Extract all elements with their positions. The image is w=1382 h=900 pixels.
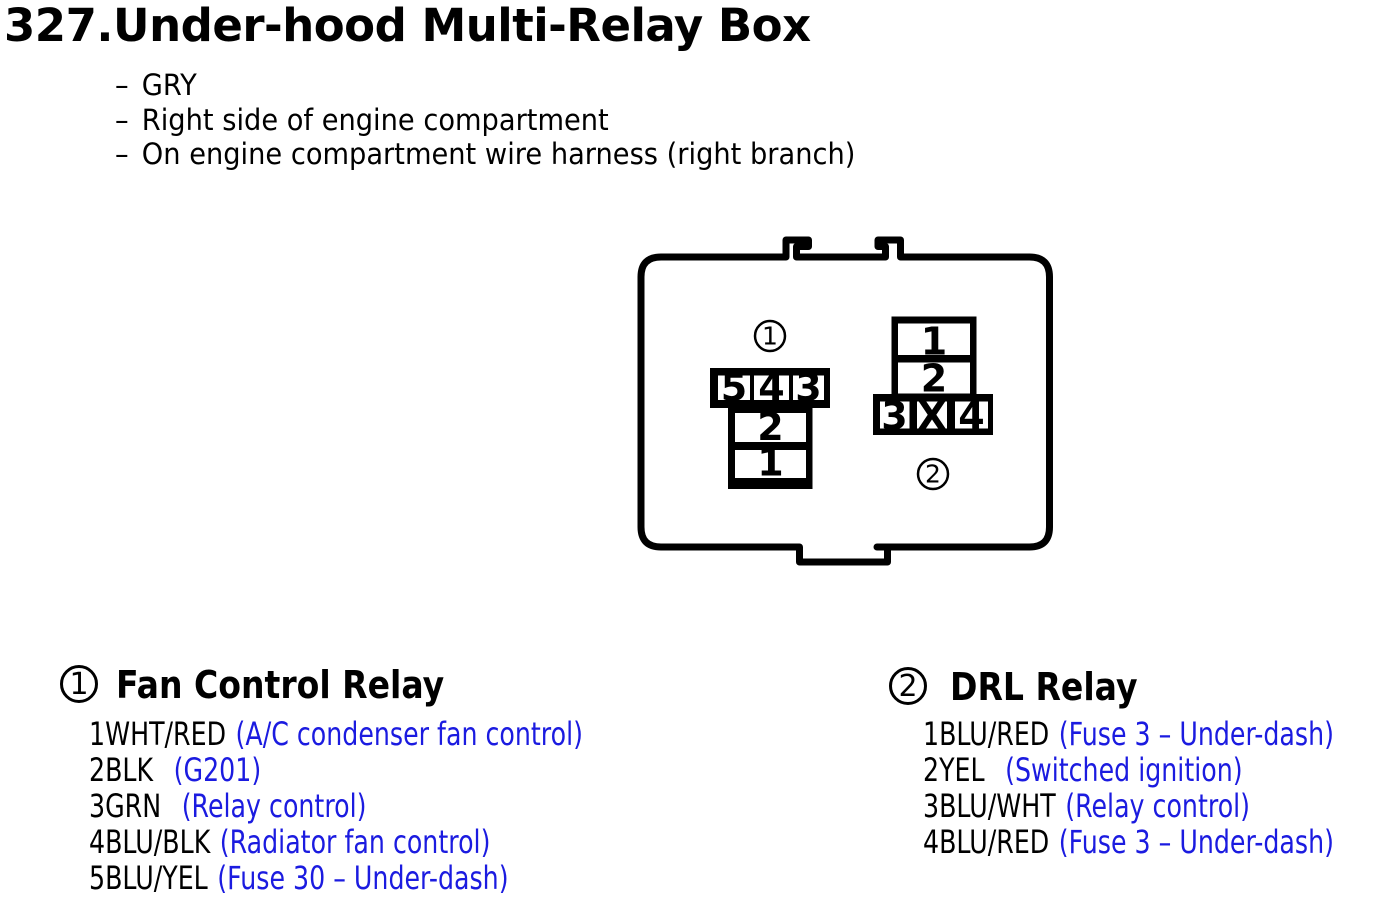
connector1-fan-control-relay: 5 4 3 2 1 1 xyxy=(710,319,830,489)
relay-box-diagram: 5 4 3 2 1 1 1 2 3 X 4 2 xyxy=(637,236,1053,566)
callout-circle-1 xyxy=(753,319,787,353)
note-text: On engine compartment wire harness (righ… xyxy=(141,137,856,172)
connector1-cell-4 xyxy=(754,375,789,400)
connector1-cell-3 xyxy=(793,375,824,400)
connector2-cell-1 xyxy=(898,323,970,355)
page-title: 327.Under-hood Multi-Relay Box xyxy=(4,0,811,52)
pin-description: (A/C condenser fan control) xyxy=(235,715,583,753)
connector2-pin-number: X xyxy=(917,394,946,438)
connector1-cell-1 xyxy=(735,450,806,478)
note-text: Right side of engine compartment xyxy=(141,102,609,137)
connector2-pin-number: 1 xyxy=(921,320,947,364)
legend-callout-1: 1 xyxy=(60,665,98,703)
pin-row: 1WHT/RED(A/C condenser fan control) xyxy=(89,716,583,752)
connector1-pin-number: 3 xyxy=(795,366,821,410)
connector1-pin-number: 2 xyxy=(757,405,783,449)
connector2-pin-number: 4 xyxy=(958,394,984,438)
connector2-drl-relay: 1 2 3 X 4 2 xyxy=(873,316,993,491)
legend-callout-2: 2 xyxy=(889,667,927,705)
note-text: GRY xyxy=(141,68,197,102)
legend-title-drl-relay: DRL Relay xyxy=(950,665,1138,709)
pin-description: (Switched ignition) xyxy=(1005,751,1243,789)
connector1-cell-2 xyxy=(735,413,806,442)
pin-row: 1BLU/RED(Fuse 3 – Under-dash) xyxy=(923,716,1334,752)
pin-wire-label: 4BLU/BLK xyxy=(89,823,211,861)
connector2-pin-number: 2 xyxy=(921,357,947,401)
pin-description: (Fuse 3 – Under-dash) xyxy=(1058,823,1334,861)
connector2-cell-3 xyxy=(880,401,910,429)
pin-row: 5BLU/YEL(Fuse 30 – Under-dash) xyxy=(89,860,583,896)
pin-description: (Fuse 3 – Under-dash) xyxy=(1058,715,1334,753)
callout-number-1: 1 xyxy=(762,322,778,351)
pin-wire-label: 3BLU/WHT xyxy=(923,787,1056,825)
bullet-dash: – xyxy=(115,68,129,102)
connector2-cell-2 xyxy=(898,362,970,394)
pin-description: (Radiator fan control) xyxy=(219,823,491,861)
pin-row: 4BLU/BLK(Radiator fan control) xyxy=(89,824,583,860)
connector2-cell-4 xyxy=(955,401,988,429)
pin-row: 2YEL (Switched ignition) xyxy=(923,752,1334,788)
pin-row: 2BLK (G201) xyxy=(89,752,583,788)
pin-row: 3GRN (Relay control) xyxy=(89,788,583,824)
callout-circle-2 xyxy=(916,457,950,491)
pin-row: 4BLU/RED(Fuse 3 – Under-dash) xyxy=(923,824,1334,860)
connector2-cell-x xyxy=(917,401,947,429)
note-line: –GRY xyxy=(115,68,855,103)
note-line: –Right side of engine compartment xyxy=(115,103,855,138)
pin-wire-label: 2BLK xyxy=(89,751,154,789)
connector1-pin-number: 5 xyxy=(721,366,747,410)
drl-relay-pin-list: 1BLU/RED(Fuse 3 – Under-dash) 2YEL(Switc… xyxy=(923,716,1382,860)
note-line: –On engine compartment wire harness (rig… xyxy=(115,137,855,172)
pin-wire-label: 2YEL xyxy=(923,751,985,789)
callout-number-2: 2 xyxy=(925,460,941,489)
connector1-cell-5 xyxy=(718,375,750,400)
pin-description: (G201) xyxy=(173,751,262,789)
legend-title-fan-control-relay: Fan Control Relay xyxy=(116,663,445,707)
relay-box-outline xyxy=(637,236,1053,566)
pin-wire-label: 1WHT/RED xyxy=(89,715,227,753)
pin-wire-label: 1BLU/RED xyxy=(923,715,1050,753)
pin-row: 3BLU/WHT(Relay control) xyxy=(923,788,1334,824)
bullet-dash: – xyxy=(115,137,129,172)
pin-wire-label: 4BLU/RED xyxy=(923,823,1050,861)
pin-wire-label: 3GRN xyxy=(89,787,162,825)
connector1-pin-number: 1 xyxy=(757,441,783,485)
pin-description: (Relay control) xyxy=(1065,787,1251,825)
pin-wire-label: 5BLU/YEL xyxy=(89,859,208,897)
fan-control-relay-pin-list: 1WHT/RED(A/C condenser fan control) 2BLK… xyxy=(89,716,714,896)
location-notes: –GRY –Right side of engine compartment –… xyxy=(115,68,903,172)
pin-description: (Relay control) xyxy=(181,787,367,825)
connector2-pin-number: 3 xyxy=(881,394,907,438)
pin-description: (Fuse 30 – Under-dash) xyxy=(217,859,509,897)
connector1-pin-number: 4 xyxy=(758,366,784,410)
bullet-dash: – xyxy=(115,102,129,137)
